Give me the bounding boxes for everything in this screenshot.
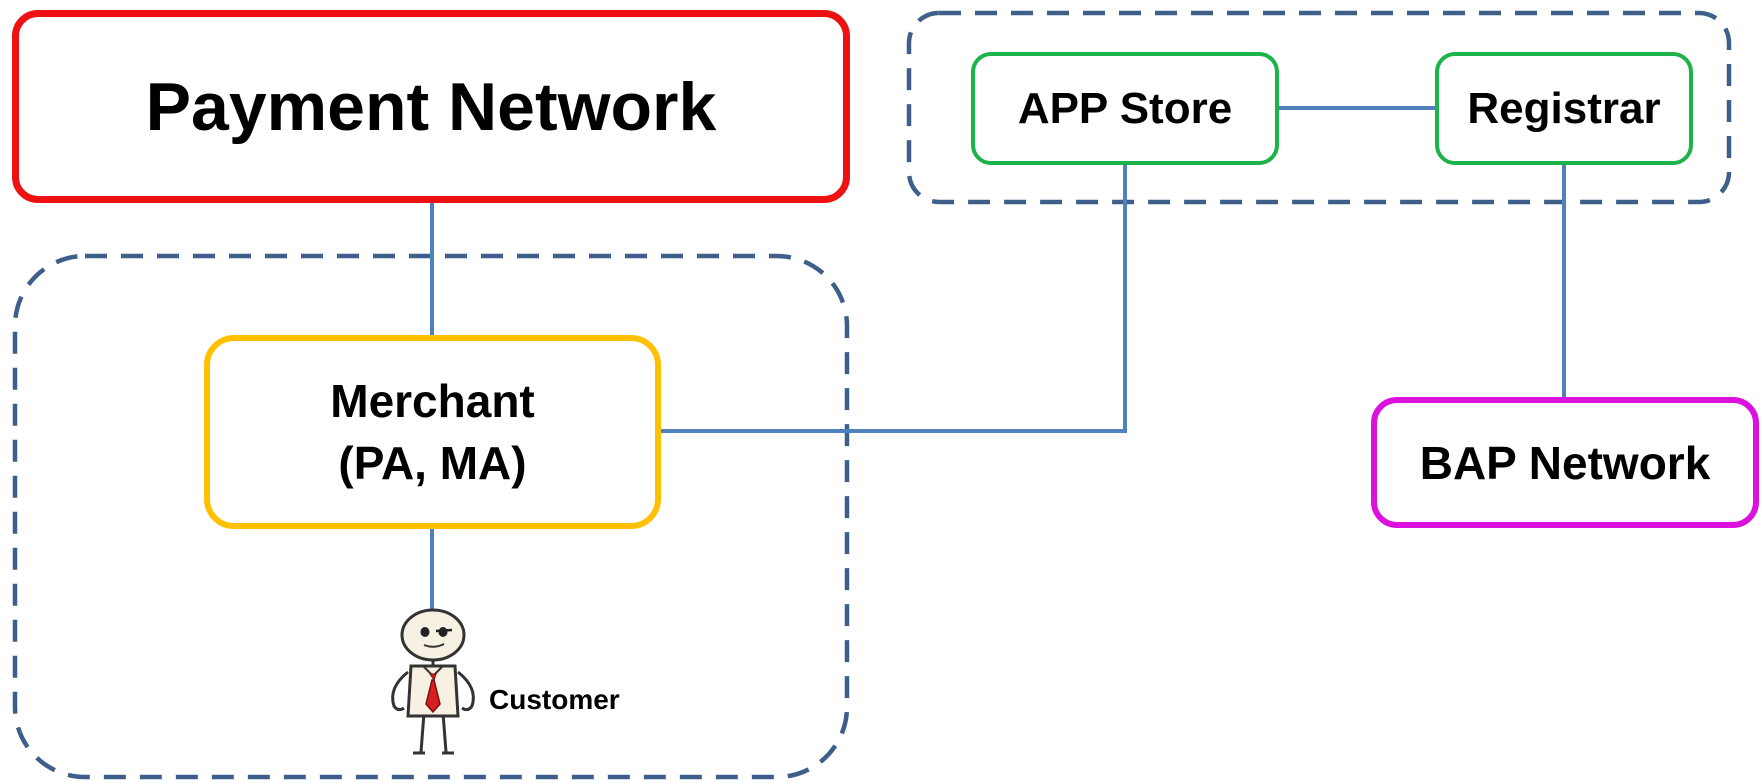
- app-store-node: APP Store: [971, 52, 1279, 165]
- merchant-label: Merchant: [330, 375, 535, 427]
- registry-group-boundary: [906, 10, 1732, 205]
- bap-network-node: BAP Network: [1371, 397, 1759, 528]
- registrar-label: Registrar: [1467, 83, 1661, 133]
- merchant-node: Merchant (PA, MA): [204, 335, 661, 529]
- app-store-label: APP Store: [1017, 83, 1233, 133]
- payment-network-node: Payment Network: [12, 10, 850, 203]
- registrar-node: Registrar: [1435, 52, 1693, 165]
- connector-merchant-appstore: [661, 165, 1127, 433]
- payment-network-label: Payment Network: [145, 68, 717, 145]
- merchant-roles-label: (PA, MA): [338, 437, 527, 489]
- customer-label: Customer: [489, 684, 620, 715]
- bap-network-label: BAP Network: [1419, 436, 1711, 489]
- customer-icon: [391, 608, 475, 755]
